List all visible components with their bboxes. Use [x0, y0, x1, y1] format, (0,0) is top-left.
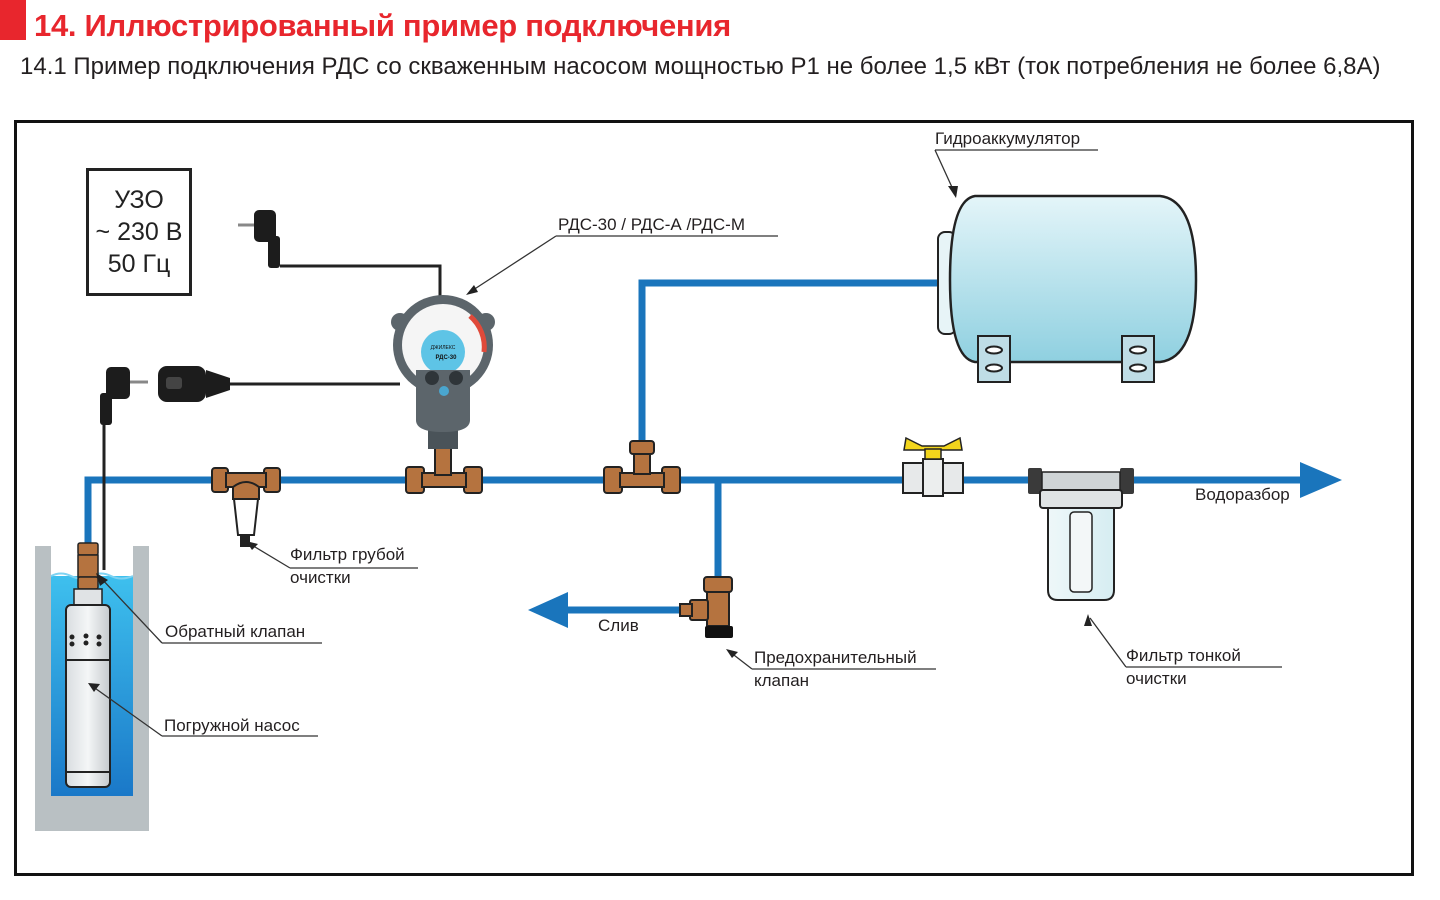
label-safety-valve-2: клапан — [754, 671, 810, 690]
rcd-power-box: УЗО ~ 230 В 50 Гц — [86, 168, 192, 296]
fine-filter — [1028, 468, 1134, 601]
frequency-label: 50 Гц — [107, 250, 171, 278]
drain-arrow-icon — [528, 592, 568, 628]
submersible-pump — [65, 542, 111, 788]
voltage-label: ~ 230 В — [95, 218, 183, 246]
gauge-model: РДС-30 — [436, 355, 458, 361]
tee-fitting — [405, 447, 483, 494]
main-pipe — [84, 476, 1300, 560]
rcd-label: УЗО — [114, 186, 164, 214]
tee-fitting — [603, 440, 681, 494]
label-pump: Погружной насос — [164, 716, 300, 735]
outlet-arrow-icon — [1300, 462, 1342, 498]
label-coarse-filter-2: очистки — [290, 568, 351, 587]
safety-valve — [679, 576, 733, 638]
plug-icon — [238, 210, 280, 268]
check-valve — [77, 554, 99, 578]
label-safety-valve-1: Предохранительный — [754, 648, 917, 667]
label-drain: Слив — [598, 616, 639, 635]
diagram-frame — [14, 120, 1414, 876]
cables — [102, 264, 442, 570]
accumulator-pipe — [638, 279, 945, 440]
arrowheads — [88, 186, 1092, 692]
gauge-brand: ДЖИЛЕКС — [431, 345, 456, 351]
hydro-accumulator — [937, 194, 1198, 383]
page-title: 14. Иллюстрированный пример подключения — [34, 8, 731, 43]
label-fine-filter-1: Фильтр тонкой — [1126, 646, 1241, 665]
label-accumulator: Гидроаккумулятор — [935, 129, 1081, 148]
coarse-filter — [211, 467, 281, 547]
plug-icon — [100, 367, 148, 425]
valve-handle — [903, 436, 963, 451]
label-water-outlet: Водоразбор — [1195, 485, 1290, 504]
socket-icon — [158, 366, 230, 402]
label-check-valve: Обратный клапан — [165, 622, 306, 641]
label-fine-filter-2: очистки — [1126, 669, 1187, 688]
page-subtitle: 14.1 Пример подключения РДС со скваженны… — [20, 53, 1381, 80]
section-marker — [0, 0, 26, 40]
pressure-switch: ДЖИЛЕКС РДС-30 — [391, 295, 495, 449]
ball-valve[interactable] — [902, 436, 964, 497]
label-rds: РДС-30 / РДС-А /РДС-М — [558, 215, 745, 234]
pipe-network — [84, 279, 1300, 614]
leader-lines — [91, 149, 1282, 737]
label-coarse-filter-1: Фильтр грубой — [290, 545, 405, 564]
